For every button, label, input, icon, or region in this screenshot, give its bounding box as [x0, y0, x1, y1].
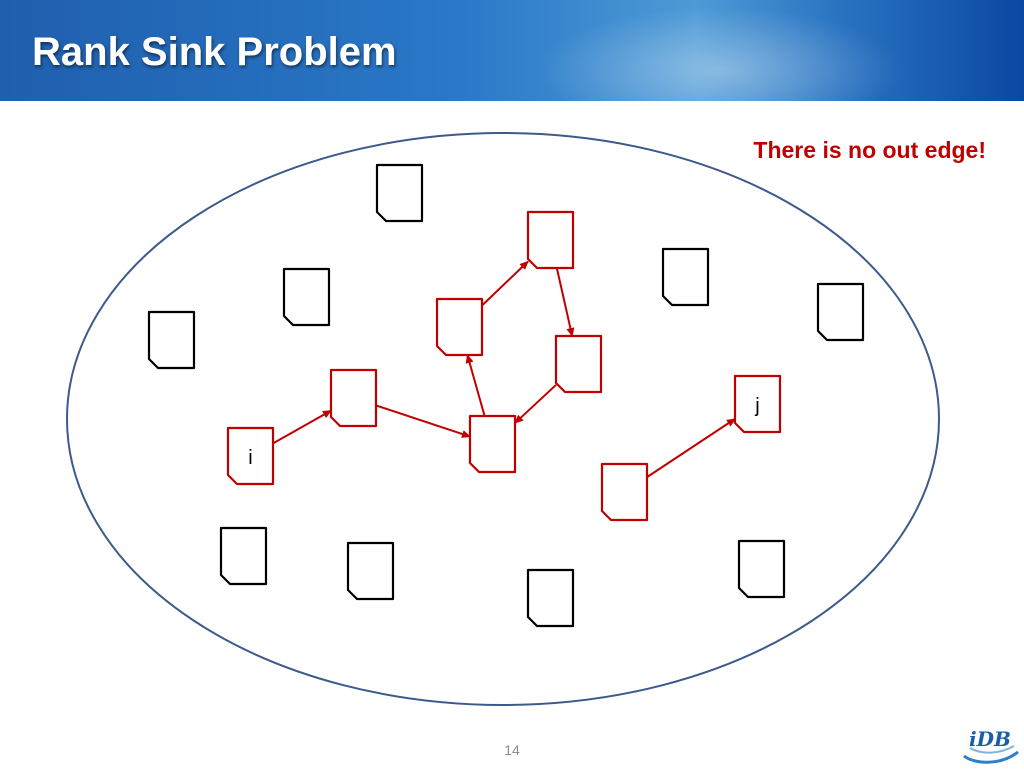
node-label-i: i — [248, 447, 252, 469]
web-page-icon — [375, 163, 424, 223]
web-page-node — [468, 414, 517, 474]
web-page-node — [375, 163, 424, 223]
link-arrow-p11-to-p14 — [514, 384, 557, 424]
web-page-icon — [733, 374, 782, 434]
web-page-icon — [226, 426, 275, 486]
link-arrow-p16-to-j — [646, 418, 736, 478]
slide-title: Rank Sink Problem — [32, 30, 397, 74]
web-page-icon — [600, 462, 649, 522]
web-page-node — [661, 247, 710, 307]
web-page-node — [435, 297, 484, 357]
web-page-node — [737, 539, 786, 599]
title-bar — [0, 0, 1024, 101]
edges-layer — [272, 260, 736, 478]
web-page-node — [526, 568, 575, 628]
web-page-node — [526, 210, 575, 270]
web-page-node — [219, 526, 268, 586]
link-arrow-i-to-p13 — [272, 409, 332, 445]
logo-text: iDB — [969, 727, 1011, 751]
web-page-icon — [329, 368, 378, 428]
web-page-icon — [661, 247, 710, 307]
node-label-j: j — [754, 395, 759, 417]
page-number: 14 — [504, 742, 520, 758]
link-arrow-p10-to-p11 — [555, 267, 575, 337]
link-arrow-p12-to-p10 — [481, 260, 529, 307]
web-page-node — [282, 267, 331, 327]
link-arrow-p13-to-p14 — [375, 404, 471, 438]
web-page-node — [554, 334, 603, 394]
web-page-icon — [468, 414, 517, 474]
web-page-icon — [816, 282, 865, 342]
web-page-node — [329, 368, 378, 428]
idb-logo-icon: iDB — [960, 722, 1022, 766]
web-page-icon — [554, 334, 603, 394]
web-page-node: i — [226, 426, 275, 486]
web-page-icon — [737, 539, 786, 599]
web-page-icon — [147, 310, 196, 370]
link-arrow-p14-to-p12 — [465, 354, 486, 417]
web-page-icon — [526, 210, 575, 270]
web-page-icon — [526, 568, 575, 628]
web-page-node — [346, 541, 395, 601]
web-page-icon — [219, 526, 268, 586]
web-graph-ellipse — [66, 132, 940, 706]
web-page-node — [147, 310, 196, 370]
web-page-node: j — [733, 374, 782, 434]
annotation-no-out-edge: There is no out edge! — [753, 137, 986, 163]
web-page-icon — [346, 541, 395, 601]
web-page-node — [600, 462, 649, 522]
web-page-node — [816, 282, 865, 342]
pages-layer: ij — [147, 163, 865, 628]
web-page-icon — [435, 297, 484, 357]
web-page-icon — [282, 267, 331, 327]
